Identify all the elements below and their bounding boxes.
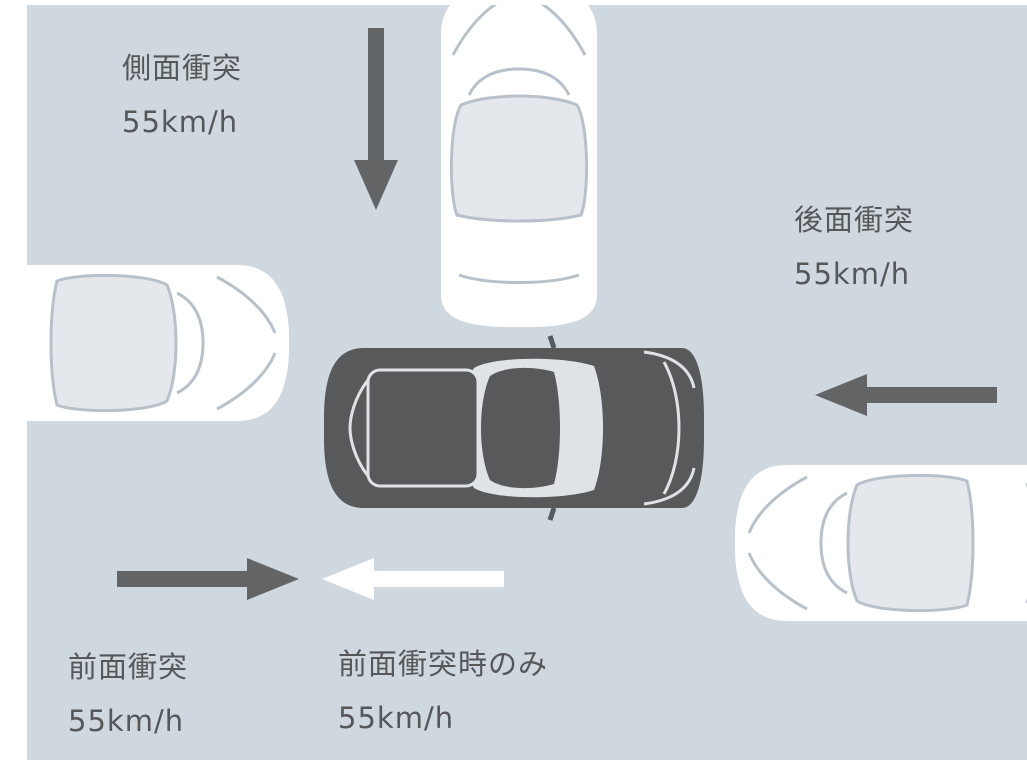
crash-test-diagram: 側面衝突 55km/h 後面衝突 55km/h 前面衝突 55km/h 前面衝突… xyxy=(27,5,1027,760)
diagram-graphics xyxy=(27,5,1027,623)
rear-impact-title: 後面衝突 xyxy=(794,203,915,237)
side-impact-title: 側面衝突 xyxy=(122,51,243,85)
rear-impact-speed: 55km/h xyxy=(794,257,911,291)
rear-impact-car xyxy=(733,463,1027,623)
front-impact-speed: 55km/h xyxy=(68,704,185,738)
front-impact-label: 前面衝突 55km/h xyxy=(68,640,188,748)
front-only-title: 前面衝突時のみ xyxy=(338,647,549,681)
front-only-label: 前面衝突時のみ 55km/h xyxy=(338,637,548,745)
front-impact-title: 前面衝突 xyxy=(68,650,189,684)
arrow-left-icon xyxy=(815,374,997,416)
arrow-right-icon xyxy=(117,558,299,600)
arrow-left-light-icon xyxy=(322,558,504,600)
side-impact-speed: 55km/h xyxy=(122,105,239,139)
arrow-down-icon xyxy=(354,28,398,210)
front-impact-car xyxy=(27,263,291,423)
subject-car xyxy=(324,336,704,520)
side-impact-label: 側面衝突 55km/h xyxy=(122,41,242,149)
front-only-speed: 55km/h xyxy=(338,701,455,735)
rear-impact-label: 後面衝突 55km/h xyxy=(794,193,914,301)
side-impact-car xyxy=(439,5,599,329)
